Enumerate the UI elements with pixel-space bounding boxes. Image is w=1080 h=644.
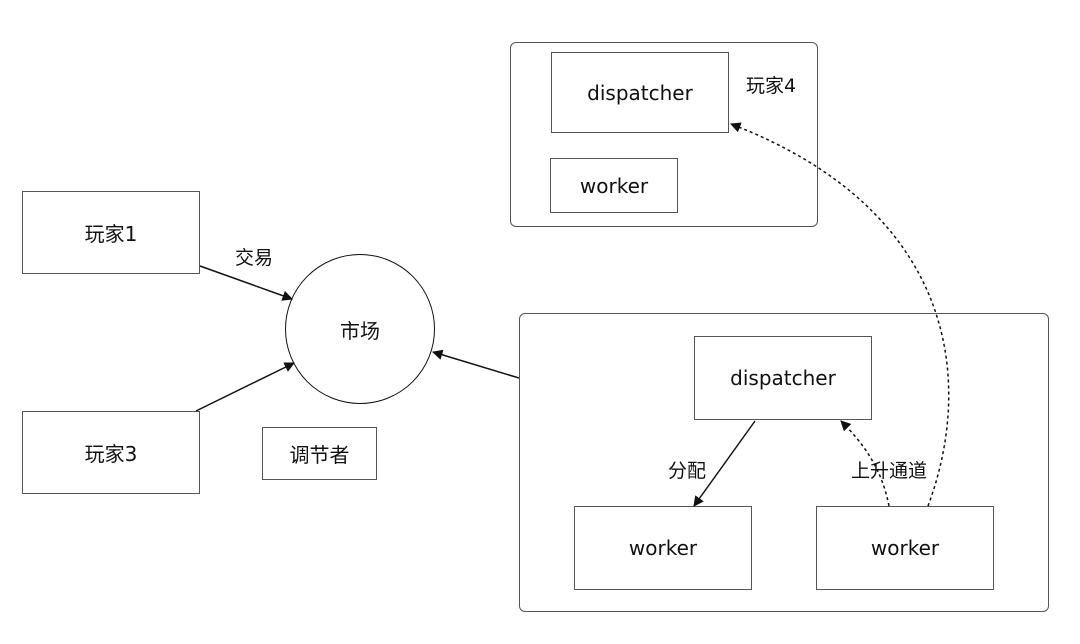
player1-to-market-arrow [199, 265, 293, 301]
group-worker-right-label: worker [870, 536, 940, 560]
top-worker-node: worker [550, 158, 678, 213]
player3-to-market-arrow [195, 362, 295, 412]
trade-edge-label: 交易 [235, 247, 274, 269]
promote-channel-edge-label: 上升通道 [851, 460, 928, 482]
player1-label: 玩家1 [84, 222, 138, 246]
group-to-market-arrow [431, 349, 520, 379]
player3-node: 玩家3 [22, 411, 200, 494]
group-worker-left-label: worker [628, 536, 698, 560]
regulator-node: 调节者 [262, 427, 377, 480]
top-worker-label: worker [579, 173, 649, 198]
top-dispatcher-label: dispatcher [587, 80, 693, 105]
player1-node: 玩家1 [22, 191, 200, 274]
regulator-label: 调节者 [289, 443, 350, 467]
top-dispatcher-node: dispatcher [551, 52, 729, 133]
group-dispatcher-node: dispatcher [694, 336, 872, 420]
group-worker-left-node: worker [574, 506, 752, 590]
group-worker-right-node: worker [816, 506, 994, 590]
player4-label: 玩家4 [746, 75, 797, 97]
market-label: 市场 [340, 318, 380, 343]
player3-label: 玩家3 [84, 442, 138, 466]
group-dispatcher-label: dispatcher [730, 366, 836, 390]
assign-edge-label: 分配 [668, 460, 707, 482]
market-node: 市场 [285, 254, 435, 404]
